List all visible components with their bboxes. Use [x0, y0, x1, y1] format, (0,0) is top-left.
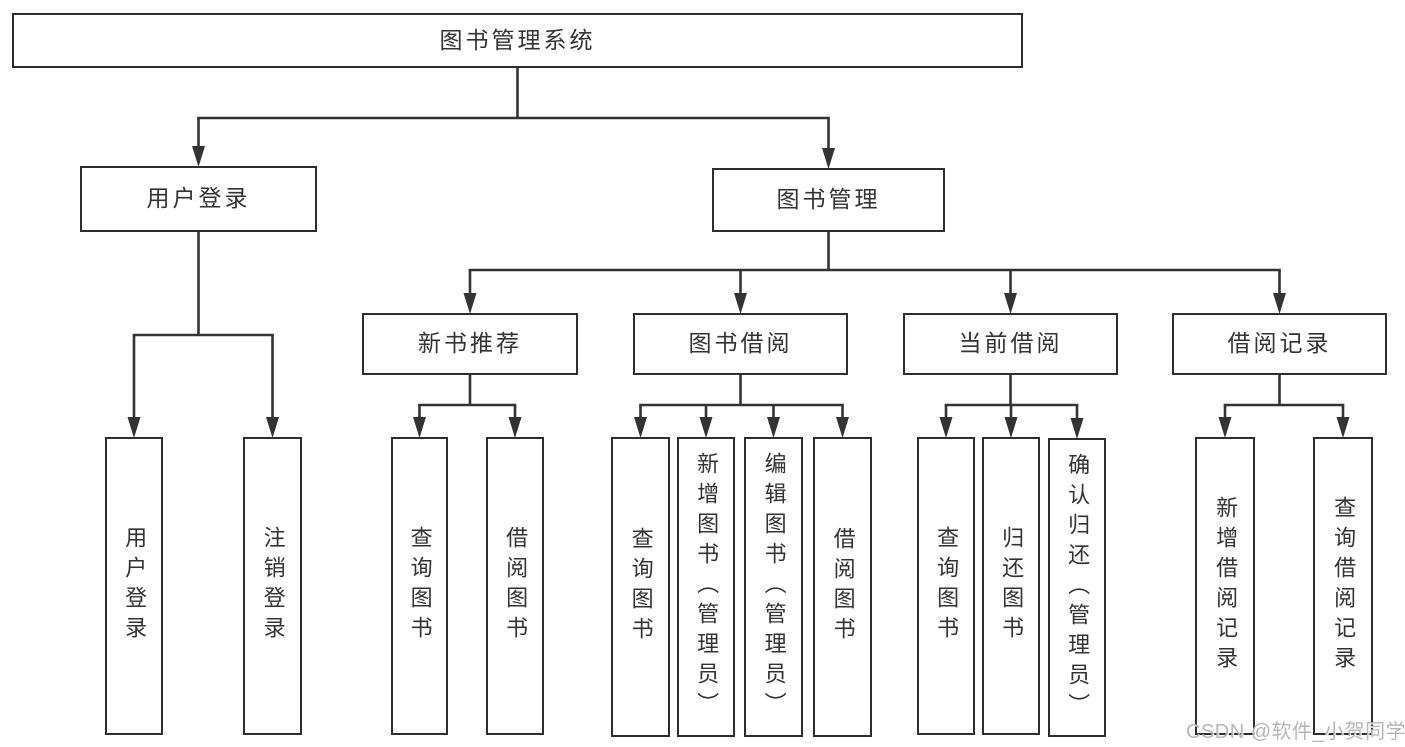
node-new-book-recommend: 新书推荐 — [362, 313, 578, 375]
node-logout: 注销登录 — [243, 437, 302, 735]
node-user-login: 用户登录 — [105, 437, 163, 735]
node-borrow-records: 借阅记录 — [1172, 313, 1387, 375]
node-cb-query-book: 查询图书 — [917, 437, 975, 735]
node-nb-borrow-book: 借阅图书 — [486, 437, 544, 735]
node-br-query-record: 查询借阅记录 — [1313, 437, 1373, 735]
node-book-borrow: 图书借阅 — [633, 313, 848, 375]
node-current-borrow: 当前借阅 — [903, 313, 1118, 375]
node-bb-add-book: 新增图书（管理员） — [677, 437, 735, 737]
node-user-login-group: 用户登录 — [80, 166, 317, 232]
node-bb-edit-book: 编辑图书（管理员） — [744, 437, 803, 737]
node-bb-query-book: 查询图书 — [611, 437, 670, 737]
node-cb-return-book: 归还图书 — [982, 437, 1040, 735]
node-root: 图书管理系统 — [12, 13, 1023, 68]
node-br-add-record: 新增借阅记录 — [1195, 437, 1255, 735]
node-nb-query-book: 查询图书 — [391, 437, 448, 735]
node-cb-confirm-return: 确认归还（管理员） — [1048, 438, 1106, 737]
watermark: CSDN @软件_小贺同学 — [1186, 721, 1405, 743]
node-book-management: 图书管理 — [712, 168, 945, 232]
node-bb-borrow-book: 借阅图书 — [813, 437, 872, 737]
